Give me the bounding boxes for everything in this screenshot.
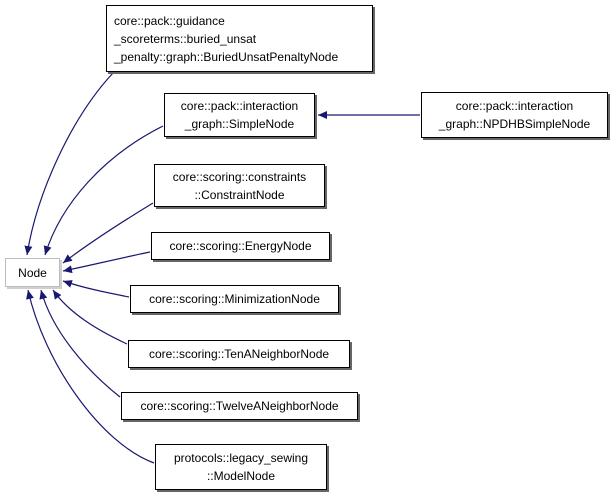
class-node-node: Node (5, 258, 60, 287)
inheritance-edge-constraint-node-to-node (62, 202, 154, 264)
class-label-line: Node (18, 265, 47, 280)
class-node-simple-node[interactable]: core::pack::interaction_graph::SimpleNod… (164, 93, 315, 137)
class-label-line: ::ConstraintNode (194, 187, 285, 202)
class-label-line: ::ModelNode (206, 469, 276, 483)
class-label-line: core::scoring::TwelveANeighborNode (140, 399, 339, 413)
class-node-npdhb-simple-node[interactable]: core::pack::interaction_graph::NPDHBSimp… (421, 92, 608, 138)
class-node-constraint-node[interactable]: core::scoring::constraints::ConstraintNo… (154, 164, 325, 207)
inheritance-edge-ten-a-neighbor-node-to-node (52, 289, 128, 345)
class-label-line: core::scoring::constraints (172, 169, 307, 184)
class-node-twelve-a-neighbor-node[interactable]: core::scoring::TwelveANeighborNode (121, 392, 358, 420)
class-node-energy-node[interactable]: core::scoring::EnergyNode (151, 232, 330, 260)
class-label-line: _graph::NPDHBSimpleNode (438, 117, 591, 131)
class-node-minimization-node[interactable]: core::scoring::MinimizationNode (130, 285, 339, 313)
class-label-line: _scoreterms::buried_unsat (114, 31, 257, 46)
class-label-line: core::pack::guidance (114, 13, 225, 28)
class-node-buried-unsat-penalty-node[interactable]: core::pack::guidance_scoreterms::buried_… (106, 5, 373, 72)
inheritance-edge-buried-unsat-penalty-node-to-node (24, 72, 114, 256)
class-label-line: core::scoring::MinimizationNode (149, 292, 320, 306)
inheritance-edge-simple-node-to-node (43, 125, 164, 256)
inheritance-edge-energy-node-to-node (62, 251, 151, 274)
inheritance-edge-minimization-node-to-node (62, 280, 130, 298)
class-label-line: _penalty::graph::BuriedUnsatPenaltyNode (114, 49, 339, 64)
class-label-line: _graph::SimpleNode (184, 117, 295, 131)
inheritance-edge-model-node-to-node (26, 289, 155, 464)
class-label-line: protocols::legacy_sewing (173, 451, 309, 465)
class-node-model-node[interactable]: protocols::legacy_sewing::ModelNode (155, 444, 327, 490)
class-label-line: core::scoring::TenANeighborNode (148, 347, 330, 361)
inheritance-edge-twelve-a-neighbor-node-to-node (39, 289, 121, 398)
class-node-ten-a-neighbor-node[interactable]: core::scoring::TenANeighborNode (128, 340, 350, 368)
class-label-line: core::scoring::EnergyNode (169, 239, 312, 253)
class-label-line: core::pack::interaction (455, 99, 574, 113)
class-label-line: core::pack::interaction (180, 99, 299, 113)
